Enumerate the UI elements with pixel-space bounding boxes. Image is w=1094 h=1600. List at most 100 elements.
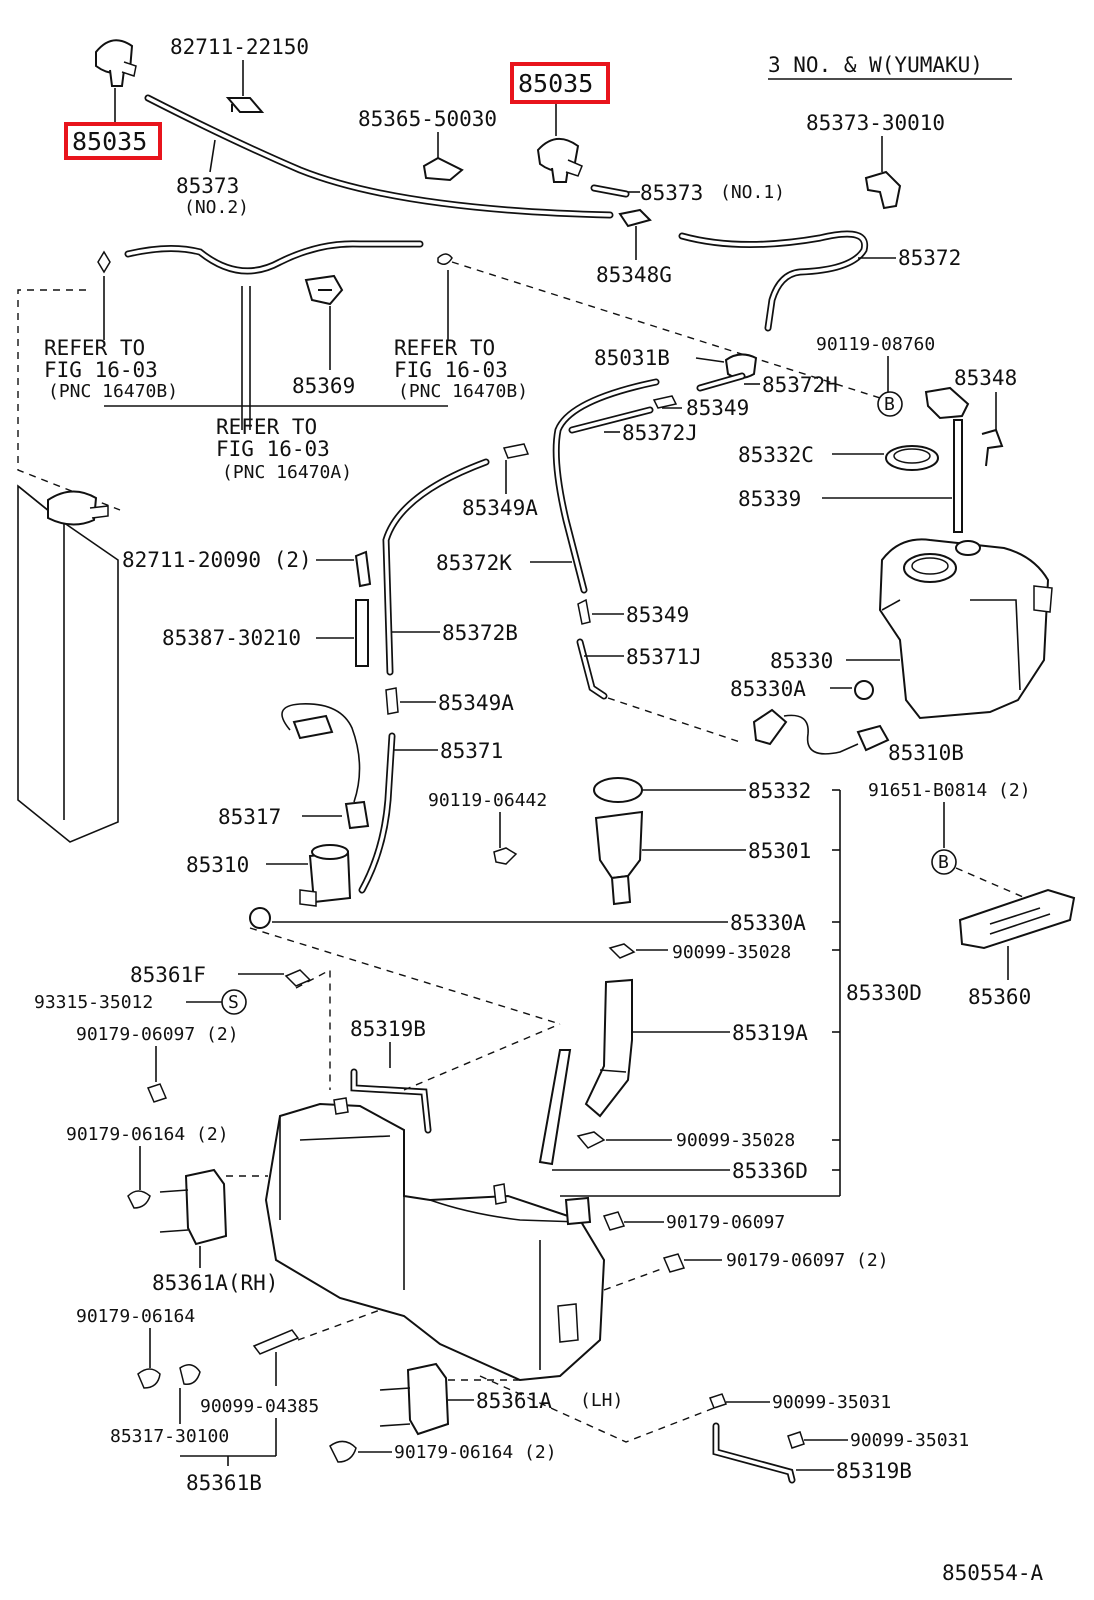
clamp-90099-35031-bot bbox=[787, 1431, 805, 1449]
tube-85387-30210 bbox=[355, 599, 369, 667]
connector-85348g bbox=[618, 208, 652, 228]
diagram-footer-code: 850554-A bbox=[942, 1561, 1044, 1585]
refer-bot-line2: FIG 16-03 bbox=[216, 437, 330, 461]
label-90099-35028-top: 90099-35028 bbox=[672, 942, 791, 963]
washer-pump-85310 bbox=[299, 844, 352, 907]
label-85317: 85317 bbox=[218, 805, 281, 829]
filler-inlet-85301 bbox=[594, 810, 644, 906]
highlight-box-85035-right bbox=[510, 62, 610, 104]
level-rod-85339 bbox=[953, 419, 963, 533]
cap-85332 bbox=[593, 777, 643, 803]
label-85371: 85371 bbox=[440, 739, 503, 763]
label-85360: 85360 bbox=[968, 985, 1031, 1009]
clip-82711-20090 bbox=[354, 550, 372, 588]
label-85372: 85372 bbox=[898, 246, 961, 270]
hose-85319b-bot bbox=[712, 1422, 796, 1484]
pump-85310b bbox=[752, 708, 788, 746]
bolt-90119-06442 bbox=[493, 847, 518, 865]
label-85348g: 85348G bbox=[596, 263, 672, 287]
bracket-85361a-lh bbox=[379, 1362, 450, 1436]
label-85373-no1: 85373 bbox=[640, 181, 703, 205]
label-85373-30010: 85373-30010 bbox=[806, 111, 945, 135]
highlight-box-85035-left bbox=[64, 122, 162, 160]
label-85332: 85332 bbox=[748, 779, 811, 803]
nut-90179-06164-2-bot bbox=[329, 1440, 357, 1463]
part-85035-right-label: 85035 bbox=[518, 69, 593, 98]
label-85301: 85301 bbox=[748, 839, 811, 863]
refer-left-line3: (PNC 16470B) bbox=[48, 381, 178, 402]
label-85310: 85310 bbox=[186, 853, 249, 877]
label-85330: 85330 bbox=[770, 649, 833, 673]
part-85035-left-label: 85035 bbox=[72, 127, 147, 156]
label-90179-06097-2-top: 90179-06097 (2) bbox=[76, 1024, 239, 1045]
leader-85373-no2 bbox=[209, 139, 216, 173]
tag-b-upper bbox=[877, 391, 903, 417]
connector-85349a-top bbox=[502, 443, 530, 459]
label-90179-06097-2-bot: 90179-06097 (2) bbox=[726, 1250, 889, 1271]
label-85361a-rh: 85361A(RH) bbox=[152, 1271, 278, 1295]
filler-hose-85319a bbox=[584, 978, 633, 1118]
clip-85365-50030 bbox=[422, 156, 464, 182]
label-93315-35012: 93315-35012 bbox=[34, 992, 153, 1013]
bracket-85373-30010 bbox=[864, 170, 902, 210]
washer-tank-lower bbox=[264, 1097, 606, 1382]
label-85349-top: 85349 bbox=[686, 396, 749, 420]
label-90119-06442: 90119-06442 bbox=[428, 790, 547, 811]
label-85319b-top: 85319B bbox=[350, 1017, 426, 1041]
label-85361b: 85361B bbox=[186, 1471, 262, 1495]
label-85371j: 85371J bbox=[626, 645, 702, 669]
label-85361a-lh-sub: (LH) bbox=[580, 1390, 623, 1411]
label-85348: 85348 bbox=[954, 366, 1017, 390]
grommet-85330a-top bbox=[854, 680, 874, 700]
grommet-85330a-bot bbox=[249, 907, 271, 929]
label-85332c: 85332C bbox=[738, 443, 814, 467]
label-91651-b0814: 91651-B0814 (2) bbox=[868, 780, 1031, 801]
refer-bot-line3: (PNC 16470A) bbox=[222, 462, 352, 483]
label-85361f: 85361F bbox=[130, 963, 206, 987]
nut-90179-06097-2-bot bbox=[662, 1253, 686, 1273]
refer-bot-line1: REFER TO bbox=[216, 415, 317, 439]
connector-85349-mid bbox=[577, 598, 591, 625]
bracket-85360 bbox=[958, 888, 1076, 950]
connector-85349-top bbox=[652, 395, 678, 409]
label-85330d: 85330D bbox=[846, 981, 922, 1005]
diagram-header: 3 NO. & W(YUMAKU) bbox=[768, 53, 983, 77]
bracket-85369 bbox=[304, 274, 344, 306]
refer-left-line1: REFER TO bbox=[44, 336, 145, 360]
svg-text:S: S bbox=[228, 992, 239, 1013]
clamp-90099-35028-top bbox=[608, 943, 636, 959]
label-85373-no1-sub: (NO.1) bbox=[720, 182, 785, 203]
label-85372b: 85372B bbox=[442, 621, 518, 645]
bolt-90099-04385 bbox=[252, 1329, 300, 1355]
label-85317-30100: 85317-30100 bbox=[110, 1426, 229, 1447]
label-82711-22150: 82711-22150 bbox=[170, 35, 309, 59]
label-85330a-bot: 85330A bbox=[730, 911, 806, 935]
label-85387-30210: 85387-30210 bbox=[162, 626, 301, 650]
label-85319a: 85319A bbox=[732, 1021, 808, 1045]
clamp-90099-35031-top bbox=[709, 1393, 727, 1409]
label-85373-no2: 85373 bbox=[176, 174, 239, 198]
refer-left-line2: FIG 16-03 bbox=[44, 358, 158, 382]
washer-reservoir-85330 bbox=[878, 538, 1053, 720]
label-85372k: 85372K bbox=[436, 551, 512, 575]
label-85372j: 85372J bbox=[622, 421, 698, 445]
label-85361a-lh: 85361A bbox=[476, 1389, 552, 1413]
label-90179-06164: 90179-06164 bbox=[76, 1306, 195, 1327]
svg-text:B: B bbox=[884, 394, 895, 415]
label-90099-04385: 90099-04385 bbox=[200, 1396, 319, 1417]
tag-s bbox=[221, 989, 247, 1015]
label-85369: 85369 bbox=[292, 374, 355, 398]
refer-mid-line1: REFER TO bbox=[394, 336, 495, 360]
label-90179-06164-2-bot: 90179-06164 (2) bbox=[394, 1442, 557, 1463]
label-85372h: 85372H bbox=[762, 373, 838, 397]
label-90099-35028-bot: 90099-35028 bbox=[676, 1130, 795, 1151]
washer-nozzle-right bbox=[536, 138, 583, 183]
label-85349-mid: 85349 bbox=[626, 603, 689, 627]
clamp-90099-35028-bot bbox=[576, 1131, 606, 1149]
nut-90179-06097 bbox=[602, 1211, 626, 1231]
label-90179-06097: 90179-06097 bbox=[666, 1212, 785, 1233]
refer-mid-line3: (PNC 16470B) bbox=[398, 381, 528, 402]
label-90099-35031-bot: 90099-35031 bbox=[850, 1430, 969, 1451]
nut-90179-06164 bbox=[137, 1368, 161, 1389]
